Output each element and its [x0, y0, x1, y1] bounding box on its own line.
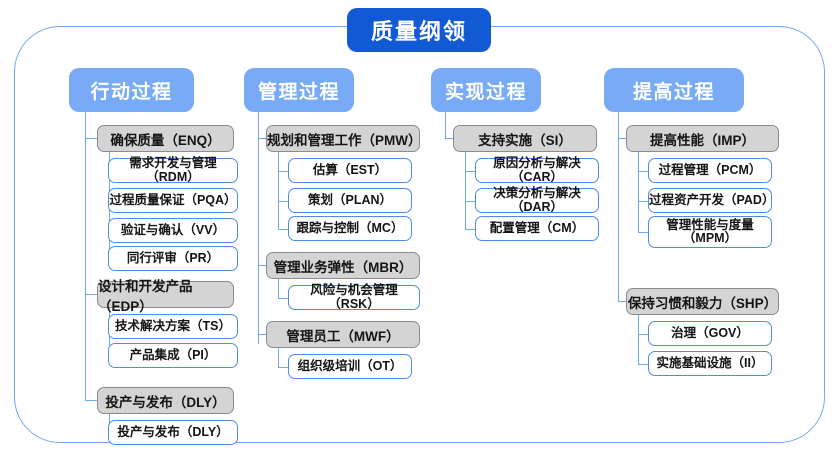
group-spine-1-0	[278, 152, 280, 229]
leaf-box-1-0-1[interactable]: 策划（PLAN）	[288, 188, 412, 213]
leaf-box-0-0-3[interactable]: 同行评审（PR）	[108, 246, 238, 271]
group-box-0-1[interactable]: 设计和开发产品（EDP）	[97, 279, 234, 314]
connector	[258, 265, 268, 267]
connector	[258, 334, 268, 336]
group-box-0-0[interactable]: 确保质量（ENQ）	[97, 125, 234, 152]
connector	[278, 171, 291, 173]
connector	[445, 138, 455, 140]
connector	[278, 367, 291, 369]
leaf-box-3-0-2[interactable]: 管理性能与度量（MPM）	[648, 216, 772, 248]
leaf-box-3-0-1[interactable]: 过程资产开发（PAD）	[648, 188, 774, 213]
connector	[278, 201, 291, 203]
connector	[85, 294, 98, 296]
group-box-1-2[interactable]: 管理员工（MWF）	[266, 321, 420, 348]
group-spine-1-1	[278, 279, 280, 299]
connector	[638, 201, 651, 203]
group-spine-3-1	[638, 315, 640, 365]
leaf-box-0-2-0[interactable]: 投产与发布（DLY）	[108, 420, 238, 445]
column-header-0[interactable]: 行动过程	[69, 68, 194, 112]
column-spine-0	[85, 112, 87, 400]
leaf-box-0-0-0[interactable]: 需求开发与管理（RDM）	[108, 156, 238, 183]
group-box-3-1[interactable]: 保持习惯和毅力（SHP）	[626, 288, 779, 315]
leaf-box-3-1-1[interactable]: 实施基础设施（II）	[648, 351, 772, 376]
connector	[258, 138, 268, 140]
column-spine-2	[445, 112, 447, 139]
group-spine-1-2	[278, 348, 280, 368]
leaf-box-0-0-2[interactable]: 验证与确认（VV）	[108, 218, 238, 243]
column-header-3[interactable]: 提高过程	[604, 68, 744, 112]
connector	[618, 301, 628, 303]
leaf-box-0-1-1[interactable]: 产品集成（PI）	[108, 343, 238, 368]
group-box-1-1[interactable]: 管理业务弹性（MBR）	[266, 252, 420, 279]
group-box-0-2[interactable]: 投产与发布（DLY）	[97, 387, 234, 414]
leaf-box-2-0-2[interactable]: 配置管理（CM）	[475, 216, 599, 241]
leaf-box-1-1-0[interactable]: 风险与机会管理（RSK）	[288, 283, 420, 310]
group-spine-3-0	[638, 152, 640, 232]
connector	[278, 229, 291, 231]
root-title-box[interactable]: 质量纲领	[347, 8, 491, 52]
connector	[638, 334, 651, 336]
connector	[85, 400, 98, 402]
leaf-box-3-1-0[interactable]: 治理（GOV）	[648, 321, 772, 346]
group-box-3-0[interactable]: 提高性能（IMP）	[626, 125, 779, 152]
connector	[638, 171, 651, 173]
connector	[278, 298, 291, 300]
leaf-box-1-2-0[interactable]: 组织级培训（OT）	[288, 354, 412, 379]
leaf-box-3-0-0[interactable]: 过程管理（PCM）	[648, 158, 772, 183]
connector	[618, 138, 628, 140]
leaf-box-2-0-1[interactable]: 决策分析与解决（DAR）	[475, 186, 599, 213]
connector	[465, 171, 478, 173]
column-spine-1	[258, 112, 260, 344]
connector	[465, 229, 478, 231]
leaf-box-0-1-0[interactable]: 技术解决方案（TS）	[108, 314, 238, 339]
column-header-1[interactable]: 管理过程	[244, 68, 354, 112]
column-spine-3	[618, 112, 620, 302]
connector	[638, 232, 651, 234]
group-box-1-0[interactable]: 规划和管理工作（PMW）	[266, 125, 422, 152]
leaf-box-0-0-1[interactable]: 过程质量保证（PQA）	[108, 188, 238, 213]
leaf-box-2-0-0[interactable]: 原因分析与解决（CAR）	[475, 156, 599, 183]
leaf-box-1-0-2[interactable]: 跟踪与控制（MC）	[288, 216, 412, 241]
group-box-2-0[interactable]: 支持实施（SI）	[453, 125, 597, 152]
leaf-box-1-0-0[interactable]: 估算（EST）	[288, 158, 412, 183]
connector	[465, 201, 478, 203]
group-spine-2-0	[465, 152, 467, 229]
column-header-2[interactable]: 实现过程	[431, 68, 541, 112]
connector	[638, 364, 651, 366]
connector	[85, 138, 98, 140]
